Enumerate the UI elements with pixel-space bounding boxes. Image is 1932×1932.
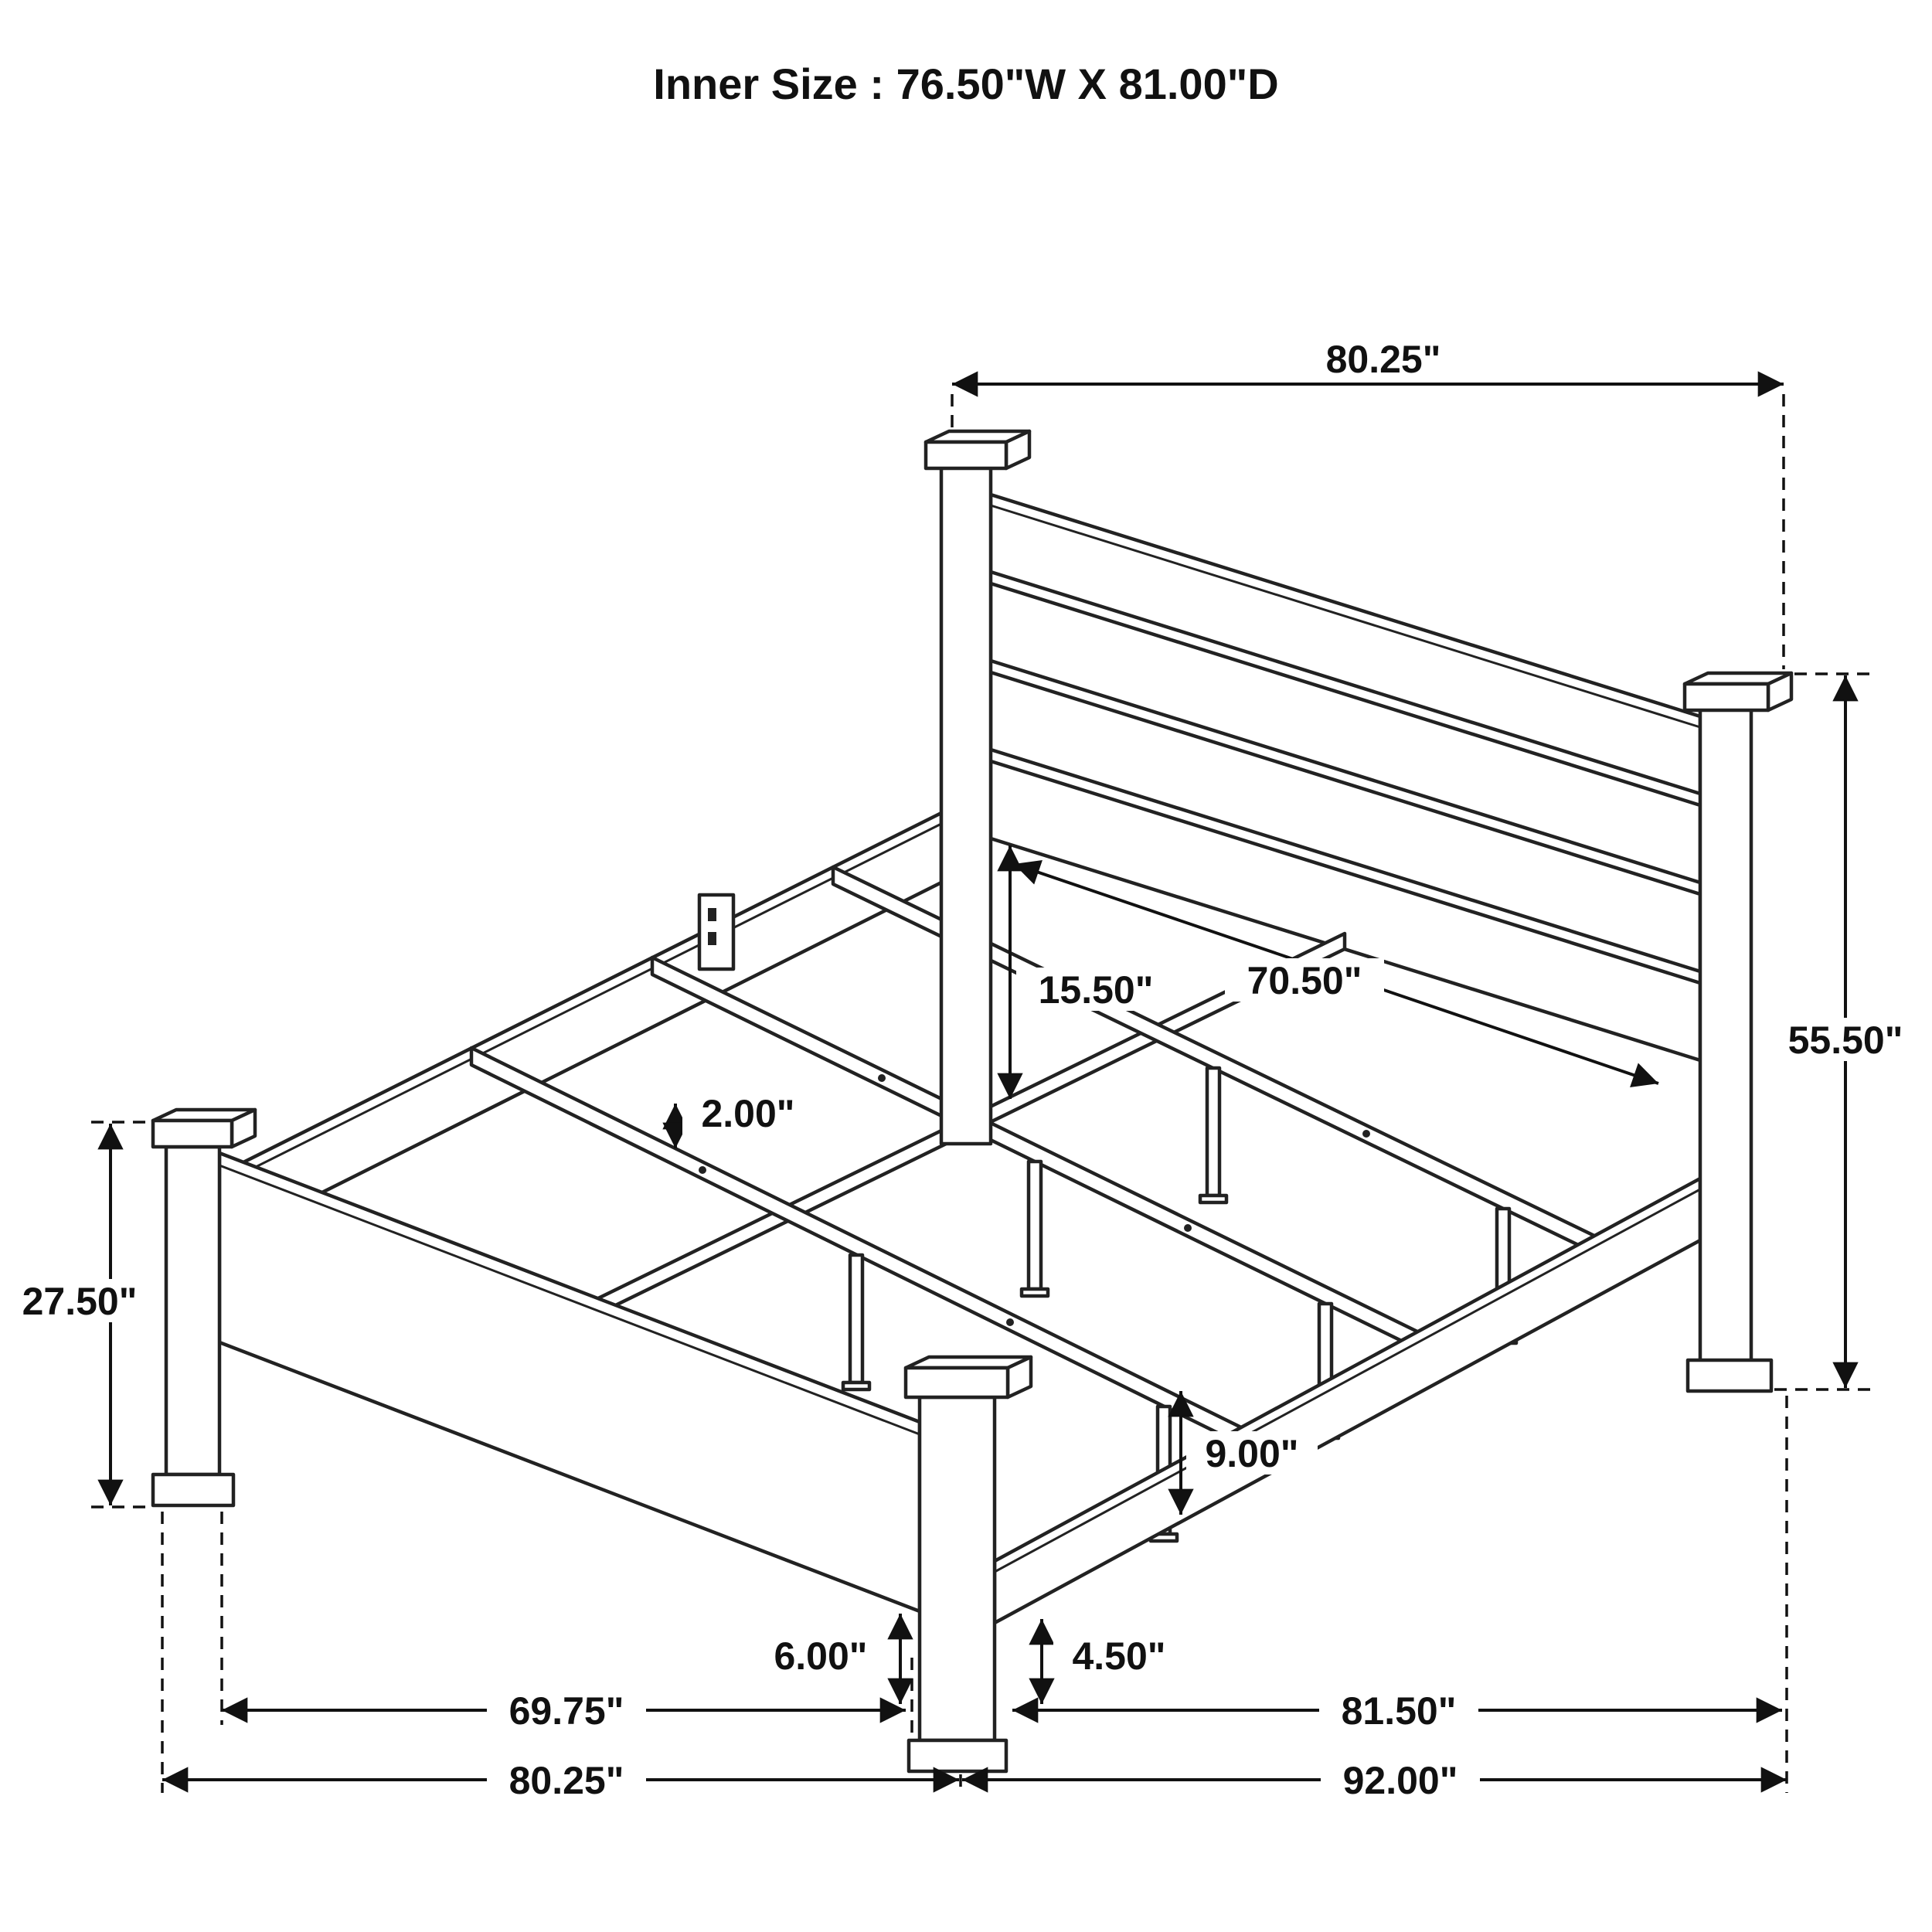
bed-frame-drawing xyxy=(151,429,1794,1774)
footboard-front-post-cap xyxy=(903,1366,1010,1400)
footboard-top-edge xyxy=(219,1164,920,1436)
right-side-rail-top-edge xyxy=(994,1188,1701,1573)
dim-label-bg xyxy=(1321,1758,1480,1801)
dim-label-bg xyxy=(487,1758,646,1801)
slat-leg-foot xyxy=(1198,1193,1229,1205)
left-side-rail xyxy=(216,811,944,1247)
dim-label-bg xyxy=(1186,1431,1318,1475)
headboard-right-post xyxy=(1682,671,1794,1393)
dimension-labels: 80.25" 55.50" 70.50" 15.50" 2.00" 27.50"… xyxy=(0,338,1925,1802)
dim-label-footboard-floor-clearance: 6.00" xyxy=(774,1634,867,1678)
headboard-right-post-shaft xyxy=(1698,706,1753,1389)
headboard-right-post-base xyxy=(1685,1358,1774,1393)
footboard-front-post-shaft xyxy=(917,1395,997,1743)
dimensions: 80.25" 55.50" 70.50" 15.50" 2.00" 27.50"… xyxy=(0,338,1925,1802)
slat-leg-foot xyxy=(841,1380,872,1392)
page-title: Inner Size : 76.50"W X 81.00"D xyxy=(653,60,1278,108)
dim-label-bg xyxy=(1319,1689,1478,1732)
slat-leg xyxy=(848,1253,865,1385)
dim-label-bg xyxy=(755,1634,886,1677)
dim-label-top-width: 80.25" xyxy=(1326,338,1441,381)
headboard-plank-top-edge xyxy=(990,504,1701,729)
headboard-right-post-cap xyxy=(1682,682,1770,713)
dim-label-rail-floor-clearance: 4.50" xyxy=(1072,1634,1165,1678)
dim-label-bg xyxy=(682,1091,814,1134)
headboard-left-post-cap xyxy=(923,440,1009,471)
footboard-front-post-base xyxy=(906,1738,1009,1774)
footboard-left-post-base xyxy=(151,1472,236,1508)
footboard-left-post xyxy=(151,1107,257,1508)
dim-label-footboard-inner-width: 69.75" xyxy=(509,1689,624,1733)
headboard-left-post xyxy=(923,429,1032,1146)
dim-label-headboard-inner-width: 70.50" xyxy=(1247,959,1362,1002)
bolt-hole xyxy=(1006,1318,1014,1326)
dim-label-headboard-clearance: 15.50" xyxy=(1039,968,1154,1012)
footboard-front-post xyxy=(903,1355,1033,1774)
extension-lines xyxy=(91,394,1878,1794)
bracket-slot-1 xyxy=(708,908,716,921)
bolt-hole xyxy=(1362,1130,1370,1138)
footboard-left-post-shaft xyxy=(164,1145,222,1477)
footboard-left-post-cap xyxy=(151,1118,234,1149)
bracket-slot-2 xyxy=(708,932,716,945)
dim-label-bg xyxy=(1053,1634,1185,1677)
slat-leg xyxy=(1026,1159,1043,1291)
dim-label-headboard-height: 55.50" xyxy=(1788,1019,1903,1062)
dim-label-footboard-height: 27.50" xyxy=(22,1280,138,1323)
bolt-hole xyxy=(878,1074,886,1082)
left-side-rail-top-edge xyxy=(218,822,942,1187)
dim-label-bg xyxy=(487,1689,646,1732)
dim-label-rail-thickness: 2.00" xyxy=(701,1092,794,1135)
headboard-left-post-shaft xyxy=(939,464,993,1146)
slat-leg-foot xyxy=(1019,1287,1050,1298)
dim-label-overall-depth: 92.00" xyxy=(1343,1759,1458,1802)
bolt-hole xyxy=(699,1166,706,1174)
dim-label-support-leg-height: 9.00" xyxy=(1205,1432,1298,1475)
right-side-rail xyxy=(992,1176,1702,1625)
dim-label-bg xyxy=(1016,968,1175,1011)
dim-label-bg xyxy=(1766,1018,1925,1061)
slat-leg xyxy=(1205,1066,1222,1198)
dim-label-overall-width: 80.25" xyxy=(509,1759,624,1802)
dim-label-bg xyxy=(0,1279,159,1322)
bolt-hole xyxy=(1184,1224,1192,1232)
right-side-rail-board xyxy=(992,1176,1702,1625)
dim-label-bg xyxy=(1225,958,1384,1002)
dim-label-side-rail-length: 81.50" xyxy=(1342,1689,1457,1733)
